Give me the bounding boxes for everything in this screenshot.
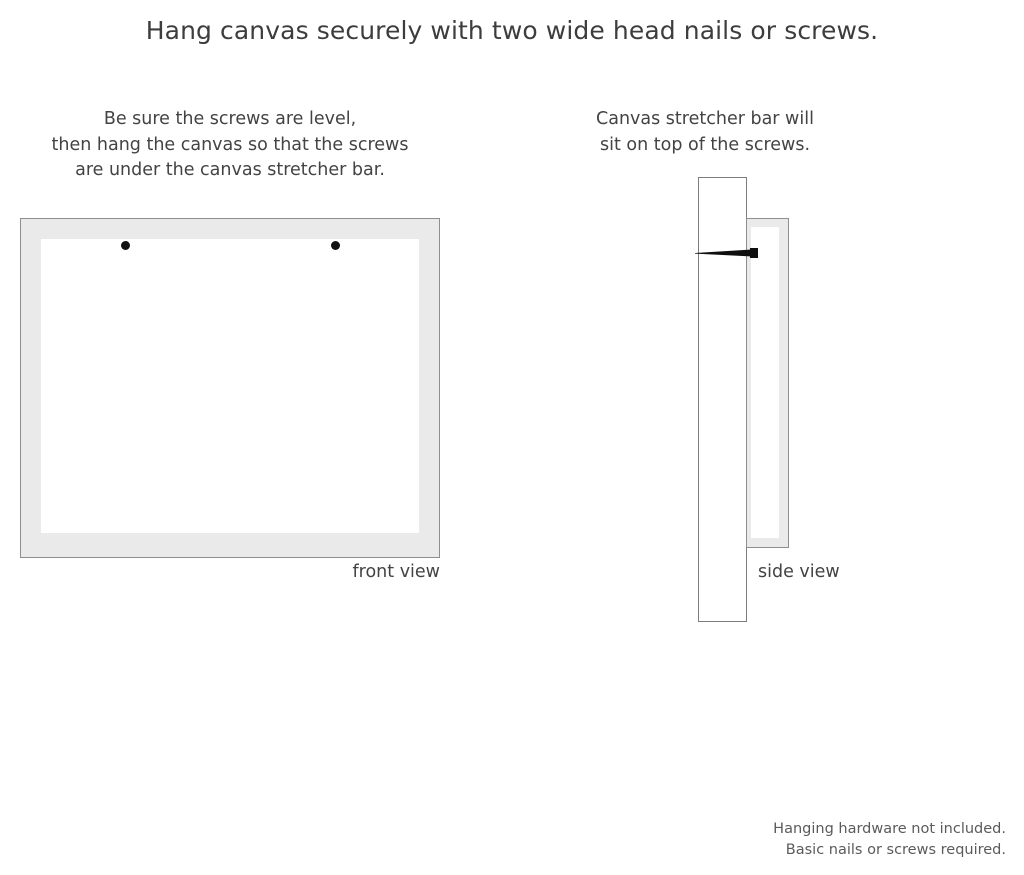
screw-head-dot-right (331, 241, 340, 250)
side-view-label: side view (758, 562, 840, 582)
side-view-illustration (690, 170, 870, 630)
screw-side-profile-icon (695, 248, 758, 258)
side-view-caption-line-2: sit on top of the screws. (599, 134, 811, 155)
canvas-stretcher-bar (746, 218, 789, 548)
footer-note-line-1: Hanging hardware not included. (773, 821, 1006, 837)
canvas-face (41, 239, 419, 533)
footer-note-line-2: Basic nails or screws required. (785, 842, 1006, 858)
canvas-frame-outer (20, 218, 440, 558)
front-view-caption-line-2: then hang the canvas so that the screws (51, 134, 409, 155)
footer-note: Hanging hardware not included. Basic nai… (586, 819, 1006, 861)
side-view-caption: Canvas stretcher bar will sit on top of … (585, 107, 825, 158)
front-view-caption-line-1: Be sure the screws are level, (103, 109, 357, 129)
front-view-label: front view (352, 562, 441, 582)
page-title: Hang canvas securely with two wide head … (145, 16, 879, 45)
screw-head-dot-left (121, 241, 130, 250)
front-view-caption-line-3: are under the canvas stretcher bar. (75, 160, 385, 180)
front-view-caption: Be sure the screws are level, then hang … (20, 107, 440, 184)
front-view-illustration (20, 218, 440, 558)
side-view-caption-line-1: Canvas stretcher bar will (596, 109, 814, 129)
stretcher-bar-inner-face (751, 227, 779, 538)
